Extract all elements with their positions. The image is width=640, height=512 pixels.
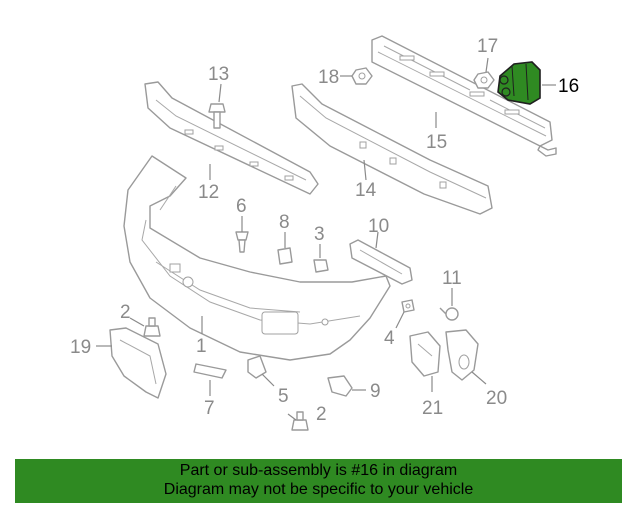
banner-line-1: Part or sub-assembly is #16 in diagram	[179, 462, 458, 479]
part-4-bolt[interactable]	[401, 299, 415, 313]
callout-11: 11	[442, 268, 462, 289]
part-11-screw[interactable]	[439, 307, 459, 321]
exploded-parts-diagram: 13 18 17 16 15 14 12 6 8 3 10 11 4 2 19 …	[70, 35, 579, 431]
part-5-clip[interactable]	[247, 355, 267, 379]
part-7-plate[interactable]	[193, 363, 227, 379]
callout-13: 13	[208, 64, 229, 85]
callout-21: 21	[422, 398, 443, 419]
banner-line-2: Diagram may not be specific to your vehi…	[163, 481, 474, 498]
callout-4: 4	[384, 328, 395, 349]
callout-17: 17	[477, 36, 498, 57]
part-2-bolt-lower[interactable]	[291, 411, 309, 431]
leader-lines	[96, 57, 556, 421]
callout-2-upper: 2	[120, 302, 131, 323]
part-3-clip[interactable]	[313, 259, 329, 273]
callout-3: 3	[314, 224, 325, 245]
callout-16: 16	[558, 76, 579, 97]
part-6-clip[interactable]	[235, 231, 249, 253]
callout-2-lower: 2	[316, 404, 327, 425]
part-10-bracket[interactable]	[349, 239, 413, 285]
callout-8: 8	[279, 212, 290, 233]
callout-18: 18	[318, 67, 339, 88]
part-18-nut[interactable]	[351, 67, 373, 85]
callout-19: 19	[70, 337, 91, 358]
part-2-bolt-upper[interactable]	[143, 317, 161, 337]
part-9-bracket[interactable]	[327, 375, 353, 397]
part-12-retainer[interactable]	[144, 81, 319, 195]
callout-14: 14	[355, 180, 377, 201]
info-banner: Part or sub-assembly is #16 in diagram D…	[15, 459, 622, 503]
part-1-bumper-cover[interactable]	[123, 155, 391, 361]
callout-7: 7	[204, 398, 215, 419]
callout-9: 9	[370, 381, 381, 402]
part-14-absorber[interactable]	[291, 83, 493, 215]
part-15-reinforcement[interactable]	[371, 35, 557, 157]
callout-10: 10	[368, 216, 389, 237]
part-8-retainer[interactable]	[277, 247, 293, 265]
part-16-bracket-highlighted[interactable]	[497, 61, 541, 105]
callout-12: 12	[198, 182, 219, 203]
callout-15: 15	[426, 132, 447, 153]
part-13-bolt[interactable]	[208, 103, 226, 129]
part-17-nut[interactable]	[473, 71, 495, 89]
part-20-sensor[interactable]	[445, 329, 479, 381]
callout-5: 5	[278, 386, 289, 407]
callout-1: 1	[196, 336, 207, 357]
part-19-shield[interactable]	[109, 327, 167, 399]
part-21-bracket[interactable]	[409, 331, 441, 377]
callout-6: 6	[236, 196, 247, 217]
callout-20: 20	[486, 388, 507, 409]
